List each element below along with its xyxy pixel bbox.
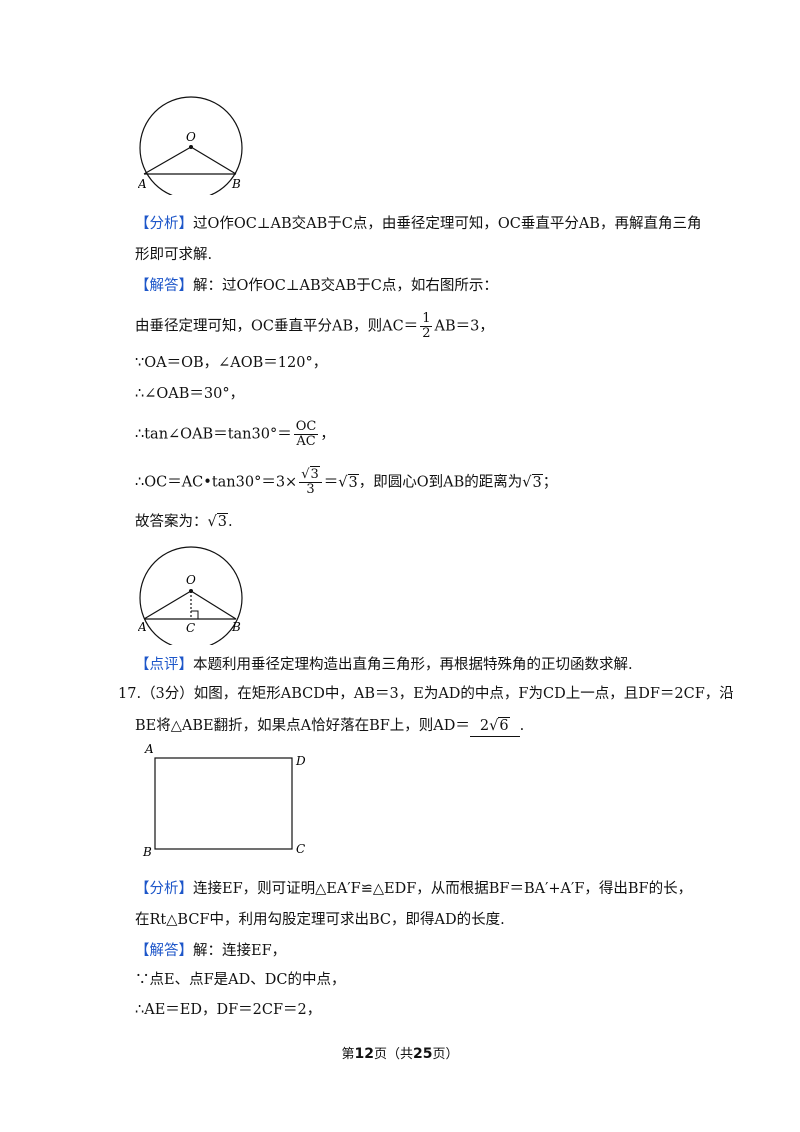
circle-figure-2: O A B C: [138, 546, 243, 645]
segment-oa: [143, 146, 192, 175]
analysis-17-line-1: 【分析】连接EF，则可证明△EA′F≌△EDF，从而根据BF＝BA′+A′F，得…: [135, 881, 693, 897]
label-o: O: [186, 573, 196, 587]
problem-number: 17.: [118, 686, 142, 702]
solution-17-line-1: 【解答】解：连接EF，: [135, 943, 287, 959]
rectangle-figure: A D B C: [142, 742, 306, 859]
solution-tag: 【解答】: [135, 943, 193, 959]
problem-17-line-2: BE将△ABE翻折，如果点A恰好落在BF上，则AD＝2√6.: [135, 716, 524, 737]
right-angle-mark: [191, 610, 199, 619]
label-d: D: [295, 754, 306, 768]
circle-figure-1: O A B: [138, 96, 243, 195]
analysis-17-line-2: 在Rt△BCF中，利用勾股定理可求出BC，即得AD的长度.: [135, 912, 505, 928]
page-number: 12: [354, 1046, 374, 1062]
solution-16-line-1: 【解答】解：过O作OC⊥AB交AB于C点，如右图所示：: [135, 278, 498, 294]
page-footer: 第12页（共25页）: [341, 1046, 459, 1062]
comment-16: 【点评】本题利用垂径定理构造出直角三角形，再根据特殊角的正切函数求解.: [135, 657, 633, 673]
segment-ob: [190, 590, 237, 620]
segment-oa: [143, 590, 192, 620]
analysis-16-line-1: 【分析】过O作OC⊥AB交AB于C点，由垂径定理可知，OC垂直平分AB，再解直角…: [135, 216, 702, 232]
analysis-16-line-2: 形即可求解.: [135, 247, 213, 263]
page-total: 25: [413, 1046, 433, 1062]
segment-ob: [190, 146, 237, 175]
analysis-tag: 【分析】: [135, 216, 193, 232]
center-point: [189, 145, 193, 149]
label-c: C: [186, 621, 195, 635]
rectangle-abcd: [154, 757, 293, 850]
label-b: B: [231, 620, 241, 634]
circle: [139, 546, 243, 645]
label-b: B: [231, 177, 241, 191]
comment-tag: 【点评】: [135, 657, 193, 673]
answer-blank: 2√6: [469, 716, 520, 737]
label-c: C: [296, 842, 305, 856]
label-b: B: [142, 845, 152, 859]
label-a: A: [138, 177, 147, 191]
label-o: O: [186, 130, 196, 144]
label-a: A: [144, 742, 154, 756]
solution-16-line-4: ∴∠OAB＝30°，: [135, 386, 245, 402]
center-point: [189, 589, 193, 593]
circle: [139, 96, 243, 195]
label-a: A: [138, 620, 147, 634]
solution-17-line-3: ∴AE＝ED，DF＝2CF＝2，: [135, 1002, 322, 1018]
problem-17-line-1: 17.（3分）如图，在矩形ABCD中，AB＝3，E为AD的中点，F为CD上一点，…: [118, 686, 734, 702]
solution-tag: 【解答】: [135, 278, 193, 294]
solution-16-line-7: 故答案为：√3.: [135, 513, 233, 530]
solution-17-line-2: ∵点E、点F是AD、DC的中点，: [135, 972, 346, 988]
analysis-tag: 【分析】: [135, 881, 193, 897]
solution-16-line-3: ∵OA＝OB，∠AOB＝120°，: [135, 355, 328, 371]
